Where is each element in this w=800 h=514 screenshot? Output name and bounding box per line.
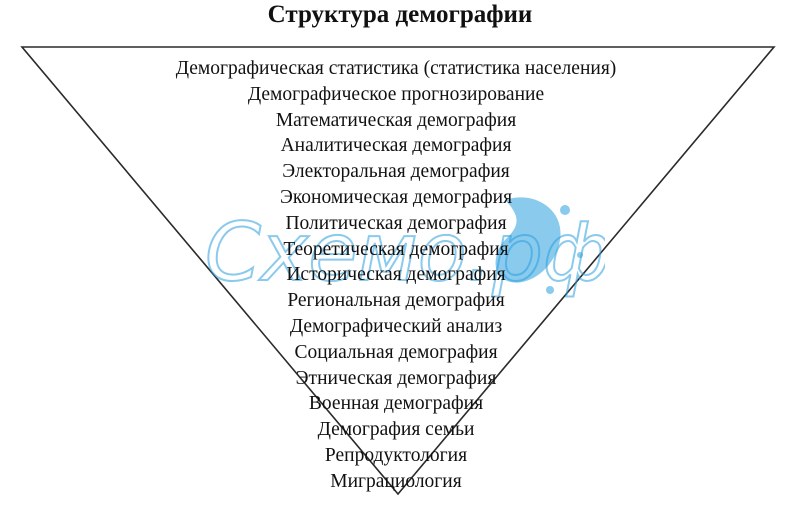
list-item: Экономическая демография xyxy=(279,186,513,208)
list-item: Миграциология xyxy=(330,470,462,492)
list-item: Социальная демография xyxy=(294,341,498,363)
list-item: Военная демография xyxy=(308,393,484,415)
list-item: Математическая демография xyxy=(275,109,517,131)
list-item: Политическая демография xyxy=(285,212,507,234)
list-item: Аналитическая демография xyxy=(280,135,512,157)
diagram-title: Структура демографии xyxy=(267,1,533,28)
list-item: Региональная демография xyxy=(287,290,505,312)
list-item: Демографическая статистика (статистика н… xyxy=(175,58,617,79)
list-item: Теоретическая демография xyxy=(283,238,509,260)
list-item: Демография семьи xyxy=(317,419,475,441)
watermark-text: Схемо.рф xyxy=(205,206,605,299)
watermark-logo: Схемо.рф xyxy=(205,197,605,300)
demography-list: Демографическая статистика (статистика н… xyxy=(0,56,792,495)
list-item: Репродуктология xyxy=(324,444,468,466)
list-item: Электоральная демография xyxy=(282,161,510,183)
list-item: Демографический анализ xyxy=(289,315,503,337)
list-item: Историческая демография xyxy=(286,264,506,286)
triangle-outline xyxy=(20,46,776,496)
list-item: Демографическое прогнозирование xyxy=(247,83,545,105)
list-item: Этническая демография xyxy=(295,367,497,389)
watermark-splash xyxy=(495,197,561,283)
